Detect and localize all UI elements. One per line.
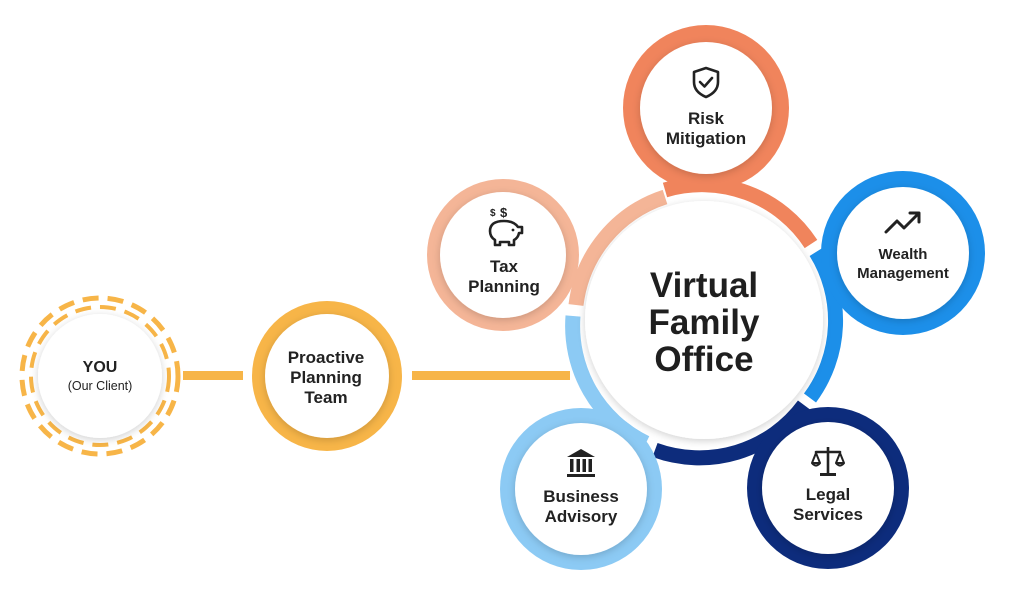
wealth-line2: Management [857,265,949,282]
business-disc [515,423,647,555]
you-label: YOU [83,359,118,376]
risk-disc [640,42,772,174]
tax-line2: Planning [468,277,540,296]
wealth-management-node: Wealth Management [821,171,985,335]
ring-segment-tax [568,189,668,307]
legal-line2: Services [793,505,863,524]
tax-line1: Tax [490,257,519,276]
risk-line1: Risk [688,109,724,128]
proactive-line3: Team [304,388,347,407]
risk-line2: Mitigation [666,129,746,148]
center-line1: Virtual [650,266,758,305]
wealth-line1: Wealth [879,246,928,263]
tax-planning-node: $ $ Tax Planning [427,179,579,331]
tax-disc [440,192,566,318]
legal-disc [762,422,894,554]
connector-you-to-team [183,371,243,380]
center-line3: Office [654,340,753,379]
center-disc [585,201,823,439]
shield-check-icon [692,66,720,99]
business-line2: Advisory [545,507,618,526]
center-line2: Family [649,303,760,342]
business-advisory-node: Business Advisory [500,408,662,570]
svg-text:$: $ [490,208,496,219]
scales-icon [811,447,845,476]
piggy-bank-icon: $ $ [488,205,524,247]
virtual-family-office-node: Virtual Family Office [585,201,823,439]
bank-building-icon [567,449,595,477]
you-sublabel: (Our Client) [68,379,133,393]
legal-line1: Legal [806,485,850,504]
wealth-disc [837,187,969,319]
you-node: YOU (Our Client) [19,295,181,457]
proactive-team-node: Proactive Planning Team [252,301,402,451]
risk-mitigation-node: Risk Mitigation [623,25,789,191]
trend-up-icon [884,211,921,234]
connector-team-to-office [412,371,570,380]
proactive-line2: Planning [290,368,362,387]
proactive-disc [265,314,389,438]
svg-text:$: $ [500,205,508,220]
you-disc [38,314,162,438]
proactive-line1: Proactive [288,348,365,367]
you-outer-dashed-ring [19,295,181,457]
business-line1: Business [543,487,619,506]
legal-services-node: Legal Services [747,407,909,569]
you-inner-dashed-ring [29,305,171,447]
